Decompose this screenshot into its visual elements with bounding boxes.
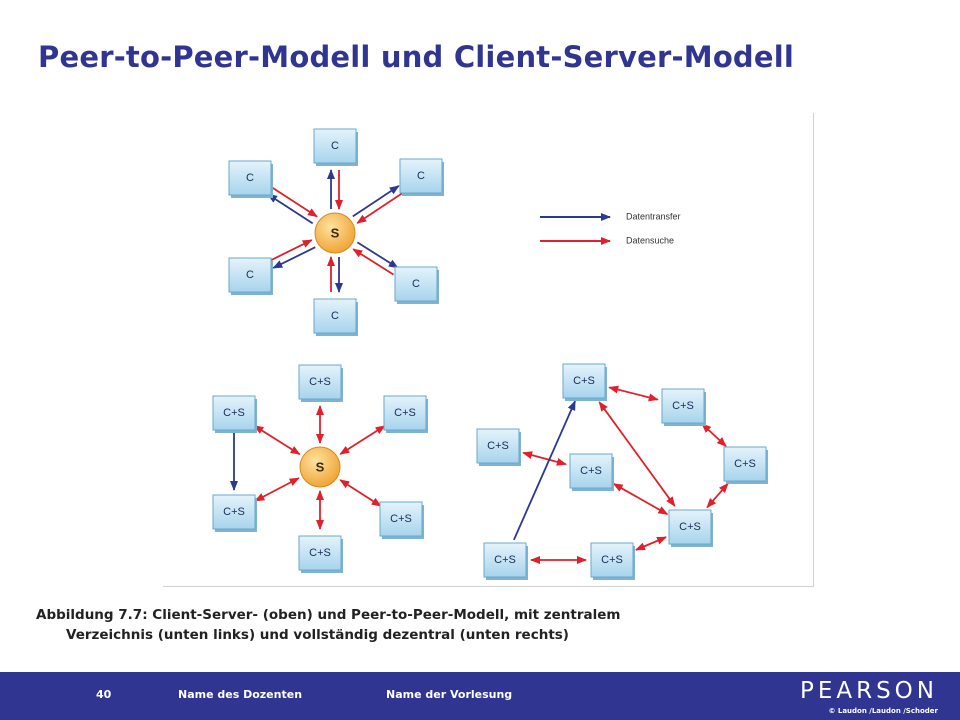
- figure-frame: [163, 113, 814, 587]
- node-label: C+S: [580, 465, 602, 477]
- server-label: S: [316, 459, 325, 474]
- directory-search-arrow: [339, 479, 382, 507]
- node-label: C+S: [309, 376, 331, 388]
- client-node: C: [394, 266, 439, 304]
- page-number: 40: [96, 688, 112, 701]
- lecturer-name: Name des Dozenten: [178, 688, 303, 701]
- peer-node: C+S: [562, 363, 607, 401]
- client-node: C: [399, 158, 444, 196]
- directory-server: S: [299, 446, 341, 488]
- lecture-name: Name der Vorlesung: [386, 688, 513, 701]
- peer-node: C+S: [212, 494, 257, 532]
- node-label: C+S: [309, 547, 331, 559]
- decentral-search-arrow: [706, 482, 729, 509]
- node-label: C: [417, 170, 425, 182]
- server-label: S: [331, 225, 340, 240]
- node-label: C: [246, 172, 254, 184]
- search-arrow: [356, 191, 404, 224]
- decentral-search-arrow: [522, 451, 567, 466]
- node-label: C: [331, 140, 339, 152]
- legend-transfer-label: Datentransfer: [626, 211, 681, 221]
- node-label: C+S: [390, 513, 412, 525]
- copyright-notice: © Laudon /Laudon /Schoder: [828, 707, 938, 715]
- legend-search-label: Datensuche: [626, 235, 674, 245]
- client-node: C: [313, 298, 358, 336]
- search-arrow: [269, 239, 313, 262]
- decentral-search-arrow: [635, 536, 667, 551]
- peer-node: C+S: [483, 542, 528, 580]
- node-label: C+S: [672, 400, 694, 412]
- peer-node: C+S: [723, 446, 768, 484]
- peer-node: C+S: [569, 453, 614, 491]
- transfer-arrow: [272, 246, 316, 269]
- figure-caption: Abbildung 7.7: Client-Server- (oben) und…: [36, 605, 796, 645]
- node-label: C+S: [679, 521, 701, 533]
- decentral-search-arrow: [612, 483, 669, 515]
- search-arrow: [271, 186, 318, 218]
- node-label: C: [412, 278, 420, 290]
- peer-node: C+S: [383, 395, 428, 433]
- directory-search-arrow: [339, 425, 386, 455]
- node-label: C+S: [487, 440, 509, 452]
- peer-node: C+S: [298, 535, 343, 573]
- decentral-search-arrow: [701, 423, 727, 447]
- caption-line-2: Verzeichnis (unten links) und vollständi…: [66, 627, 569, 643]
- transfer-arrow: [356, 241, 399, 269]
- peer-node: C+S: [212, 395, 257, 433]
- central-server: S: [314, 212, 356, 254]
- client-node: C: [228, 257, 273, 295]
- directory-search-arrow: [254, 477, 300, 502]
- peer-node: C+S: [476, 428, 521, 466]
- transfer-arrow: [352, 185, 400, 218]
- footer-bar: 40 Name des Dozenten Name der Vorlesung …: [0, 672, 960, 720]
- peer-node: C+S: [590, 542, 635, 580]
- node-label: C+S: [394, 407, 416, 419]
- client-node: C: [313, 128, 358, 166]
- node-label: C+S: [223, 506, 245, 518]
- peer-node: C+S: [661, 388, 706, 426]
- peer-node: C+S: [668, 509, 713, 547]
- node-label: C+S: [734, 458, 756, 470]
- node-label: C+S: [494, 554, 516, 566]
- slide-title: Peer-to-Peer-Modell und Client-Server-Mo…: [38, 40, 795, 74]
- transfer-arrow: [267, 193, 314, 225]
- node-label: C+S: [573, 375, 595, 387]
- node-label: C+S: [601, 554, 623, 566]
- node-label: C+S: [223, 407, 245, 419]
- decentral-transfer-arrow: [513, 400, 576, 541]
- node-label: C: [331, 310, 339, 322]
- decentral-search-arrow: [608, 385, 659, 402]
- search-arrow: [352, 248, 395, 276]
- peer-node: C+S: [379, 501, 424, 539]
- caption-line-1: Abbildung 7.7: Client-Server- (oben) und…: [36, 607, 621, 623]
- client-node: C: [228, 160, 273, 198]
- node-label: C: [246, 269, 254, 281]
- directory-search-arrow: [253, 425, 301, 455]
- peer-node: C+S: [298, 364, 343, 402]
- pearson-logo: PEARSON: [799, 678, 938, 704]
